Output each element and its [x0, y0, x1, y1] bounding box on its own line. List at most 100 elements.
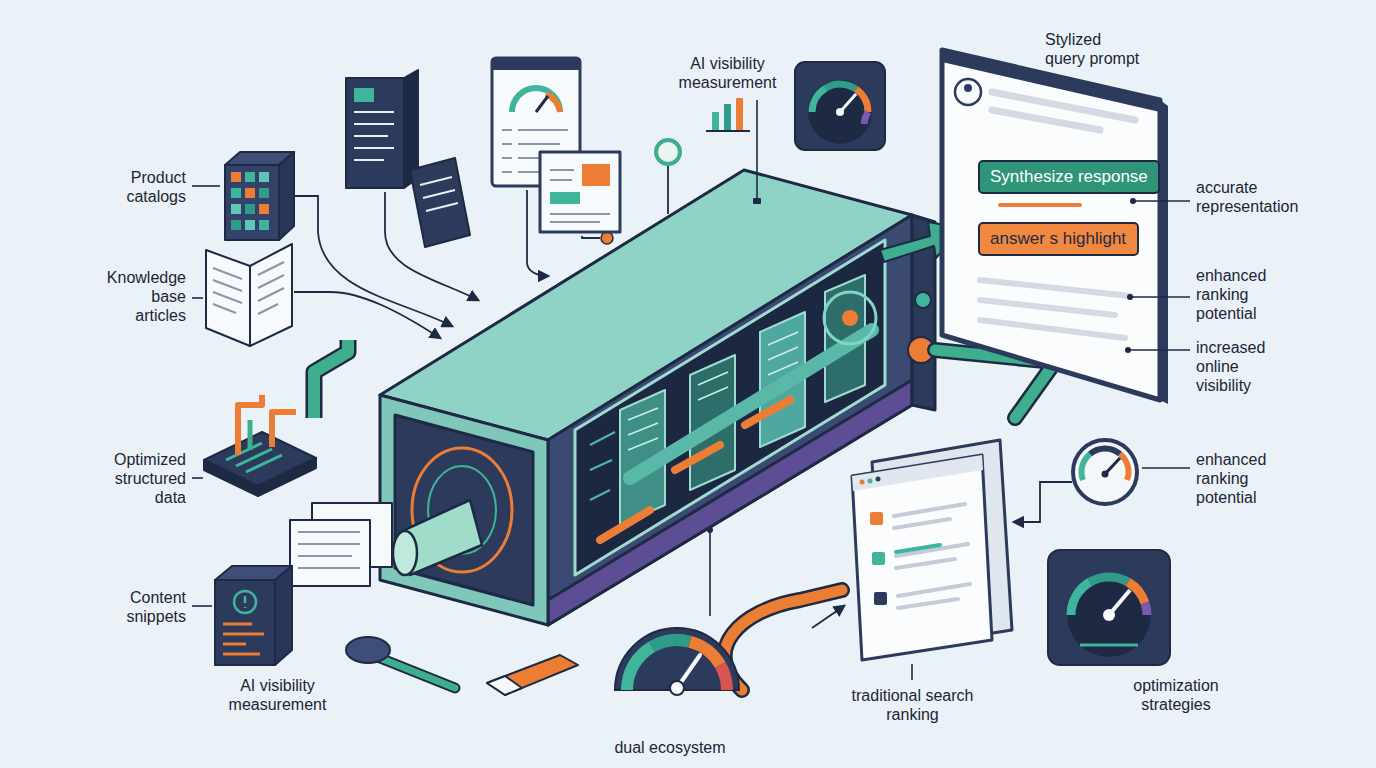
report-monitor-part	[536, 96, 548, 112]
bar-chart-icon-part	[706, 130, 750, 132]
results-window-part	[874, 592, 887, 605]
report-monitor-part	[582, 164, 610, 186]
round-gauge	[1014, 440, 1137, 522]
results-window-part	[852, 455, 983, 491]
ecosystem-dial-part	[627, 647, 652, 690]
round-gauge-part	[1120, 454, 1128, 480]
catalog-cube-part	[259, 172, 269, 182]
gauge-icon-part	[812, 88, 826, 112]
document-stack-part	[420, 177, 458, 211]
catalog-cube-part	[245, 188, 255, 198]
catalog-cube-part	[231, 220, 241, 230]
structured-data-device-part	[248, 420, 253, 450]
leader-dot-part	[753, 198, 761, 204]
stylus-tool-part	[380, 658, 455, 688]
callout-label: increased online visibility	[1196, 338, 1288, 396]
results-window-part	[870, 512, 883, 525]
catalog-cube-part	[259, 188, 269, 198]
strategy-gauge-part	[1048, 550, 1170, 665]
query-panel-part	[1000, 203, 1080, 207]
catalog-cube-part	[245, 220, 255, 230]
leader-dot-part	[707, 527, 713, 533]
snippet-documents	[290, 503, 392, 586]
report-monitor-part	[512, 88, 560, 112]
machine-window-part	[824, 292, 876, 344]
leader-line-part	[192, 477, 203, 479]
catalog-cube	[225, 152, 294, 240]
leader-dot-part	[1130, 198, 1136, 204]
structured-data-device	[204, 340, 348, 496]
measurement-cube-part	[223, 624, 264, 654]
structured-data-device-part	[226, 443, 282, 472]
callout-label: traditional search ranking	[850, 686, 975, 724]
round-gauge-part	[1102, 471, 1109, 478]
query-panel-part	[980, 320, 1125, 338]
machine-window	[575, 240, 885, 575]
leader-line-part	[192, 185, 220, 187]
results-window-part	[876, 477, 881, 482]
machine-housing	[380, 170, 935, 625]
catalog-cube-part	[231, 172, 241, 182]
bar-chart-icon-part	[736, 98, 743, 130]
gauge-icon-part	[864, 112, 868, 124]
machine-window-part	[675, 445, 720, 470]
results-window-part	[852, 455, 992, 660]
results-window-part	[868, 479, 873, 484]
strategy-gauge	[1048, 550, 1170, 665]
callout-label: Stylized query prompt	[1045, 30, 1145, 68]
catalog-cube-part	[231, 204, 241, 214]
leader-line-part	[1133, 200, 1190, 202]
flow-wire-part	[667, 165, 669, 214]
bar-text: answer s highlight	[990, 229, 1126, 249]
catalog-cube-part	[225, 165, 279, 240]
gauge-icon-part	[795, 62, 885, 150]
answer-bar: Synthesize response	[978, 160, 1160, 194]
bar-chart-icon	[706, 98, 750, 131]
document-stack-part	[354, 112, 394, 160]
document-stack	[346, 70, 470, 247]
gauge-icon-part	[808, 80, 872, 144]
strategy-gauge-part	[1090, 577, 1128, 582]
query-panel-part	[942, 50, 1160, 400]
query-panel-part	[980, 300, 1115, 315]
catalog-cube-part	[259, 220, 269, 230]
leader-line	[192, 100, 1190, 680]
gauge-icon-part	[856, 89, 868, 112]
machine-window-part	[630, 330, 872, 478]
round-gauge-part	[1090, 448, 1120, 454]
leader-line-part	[709, 530, 711, 616]
open-book	[206, 244, 292, 346]
callout-label: optimization strategies	[1120, 676, 1232, 714]
ecosystem-dial-part	[670, 681, 684, 695]
output-arrow-part	[725, 590, 842, 690]
stylus-tool-part	[346, 637, 390, 663]
callout-label: Content snippets	[100, 588, 186, 626]
ecosystem-dial-part	[652, 640, 690, 647]
answer-bar: answer s highlight	[978, 222, 1139, 256]
strategy-gauge-part	[1067, 573, 1151, 657]
catalog-cube-part	[245, 172, 255, 182]
stylus-tool-part	[380, 658, 455, 688]
output-arrow-part	[725, 590, 842, 690]
stylus-tool-part	[487, 655, 578, 695]
structured-data-device-part	[314, 340, 348, 418]
round-gauge-part	[1073, 440, 1137, 504]
machine-housing-part	[380, 395, 548, 625]
callout-label: accurate representation	[1196, 178, 1336, 216]
flow-wire-part	[294, 292, 440, 338]
callout-label: dual ecosystem	[600, 738, 740, 757]
strategy-gauge-part	[1103, 609, 1115, 621]
machine-window-part	[842, 310, 858, 326]
results-window-part	[894, 504, 970, 608]
results-window	[852, 440, 1012, 660]
document-stack-part	[346, 78, 404, 188]
machine-window-part	[600, 510, 650, 540]
output-cylinder-part	[393, 531, 417, 575]
gauge-icon-part	[826, 84, 856, 89]
callout-label: Product catalogs	[100, 168, 186, 206]
catalog-cube-part	[231, 188, 241, 198]
gauge-icon	[795, 62, 885, 150]
measurement-cube	[215, 566, 292, 665]
